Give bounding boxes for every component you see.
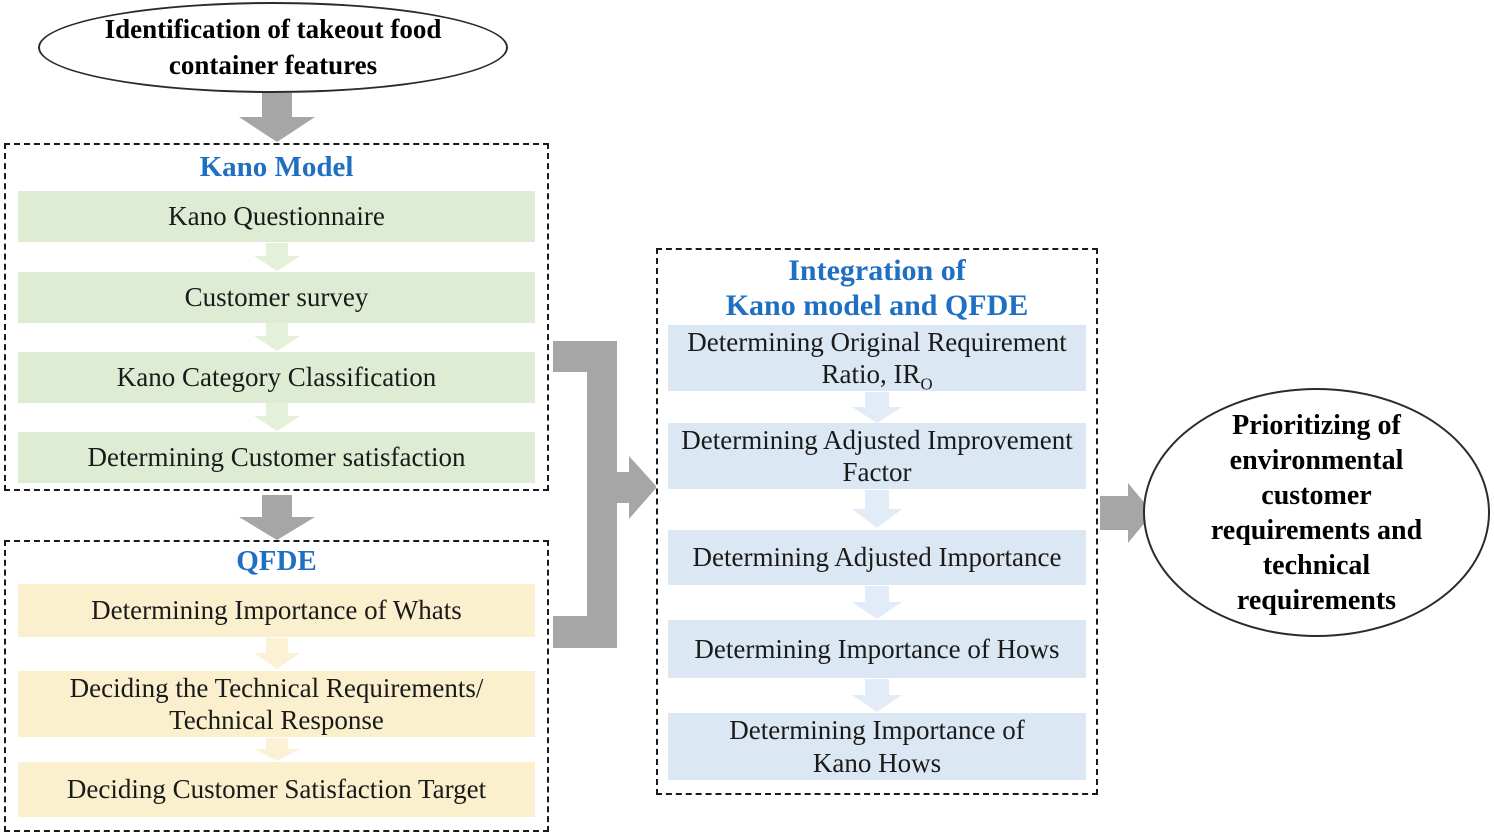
integration-step-importance-hows: Determining Importance of Hows — [668, 620, 1086, 678]
qfde-section-title: QFDE — [236, 545, 317, 577]
bracket-connector-arrow — [553, 338, 659, 655]
kano-step-arrow-2 — [249, 323, 305, 351]
qfde-section: QFDE Determining Importance of Whats Dec… — [4, 540, 549, 832]
kano-step-label: Customer survey — [184, 282, 369, 313]
kano-section-title: Kano Model — [199, 151, 354, 183]
integration-step-arrow-3 — [847, 586, 907, 619]
subscript-o: O — [920, 374, 933, 394]
qfde-step-satisfaction-target: Deciding Customer Satisfaction Target — [18, 762, 535, 817]
integration-step-label: Determining Adjusted Improvement Factor — [681, 424, 1073, 487]
qfde-step-label: Determining Importance of Whats — [91, 595, 462, 626]
integration-step-importance-kano-hows: Determining Importance of Kano Hows — [668, 713, 1086, 780]
integration-step-adjusted-importance: Determining Adjusted Importance — [668, 530, 1086, 585]
flow-arrow-down-2 — [239, 495, 315, 545]
start-ellipse: Identification of takeout food container… — [38, 2, 508, 93]
kano-step-survey: Customer survey — [18, 272, 535, 323]
integration-title-line1: Integration of — [788, 254, 966, 287]
kano-step-arrow-1 — [249, 243, 305, 271]
integration-section-title: Integration of Kano model and QFDE — [658, 254, 1096, 323]
integration-step-arrow-4 — [847, 679, 907, 712]
kano-step-label: Determining Customer satisfaction — [87, 442, 466, 473]
integration-step-arrow-1 — [847, 392, 907, 423]
integration-step-arrow-2 — [847, 490, 907, 528]
integration-step-adjusted-improvement-factor: Determining Adjusted Improvement Factor — [668, 423, 1086, 489]
kano-step-label: Kano Category Classification — [116, 362, 437, 393]
end-ellipse-label: Prioritizing of environmental customer r… — [1210, 409, 1423, 616]
kano-section: Kano Model Kano Questionnaire Customer s… — [4, 143, 549, 491]
qfde-step-label: Deciding Customer Satisfaction Target — [66, 774, 487, 805]
integration-step-label: Determining Original Requirement Ratio, … — [687, 326, 1067, 394]
kano-step-label: Kano Questionnaire — [168, 201, 385, 232]
kano-step-classification: Kano Category Classification — [18, 352, 535, 403]
qfde-step-arrow-1 — [249, 638, 305, 669]
kano-step-arrow-3 — [249, 403, 305, 431]
flow-arrow-down-1 — [239, 93, 315, 147]
integration-step-label: Determining Importance of Hows — [694, 633, 1060, 664]
qfde-step-arrow-2 — [249, 738, 305, 761]
kano-step-questionnaire: Kano Questionnaire — [18, 191, 535, 242]
qfde-step-importance-whats: Determining Importance of Whats — [18, 584, 535, 637]
integration-step-label: Determining Adjusted Importance — [692, 542, 1062, 573]
end-ellipse: Prioritizing of environmental customer r… — [1143, 388, 1490, 637]
qfde-step-label: Deciding the Technical Requirements/ Tec… — [69, 672, 484, 735]
kano-step-satisfaction: Determining Customer satisfaction — [18, 432, 535, 483]
start-ellipse-label: Identification of takeout food container… — [104, 14, 442, 80]
integration-step-label: Determining Importance of Kano Hows — [729, 715, 1025, 778]
integration-title-line2: Kano model and QFDE — [725, 288, 1029, 322]
flow-arrow-right — [1100, 483, 1154, 548]
integration-step-original-requirement-ratio: Determining Original Requirement Ratio, … — [668, 325, 1086, 394]
qfde-step-technical-requirements: Deciding the Technical Requirements/ Tec… — [18, 671, 535, 737]
integration-section: Integration of Kano model and QFDE Deter… — [656, 248, 1098, 795]
